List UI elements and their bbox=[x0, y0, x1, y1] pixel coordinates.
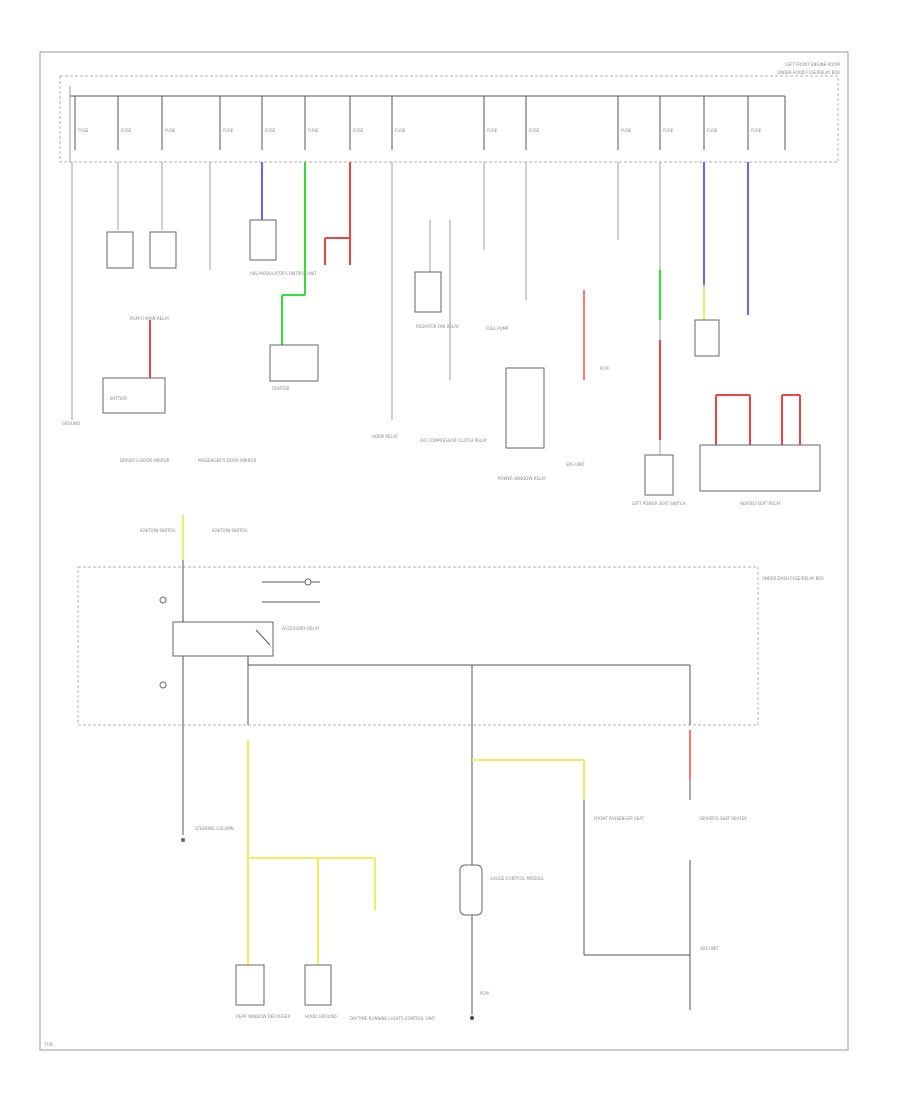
label-passenger-mirror: PASSENGER'S DOOR MIRROR bbox=[198, 458, 257, 463]
footer-figure-id: YFW... bbox=[43, 1042, 56, 1047]
header-title-line2: UNDER-HOOD FUSE/RELAY BOX bbox=[777, 70, 840, 75]
svg-text:FUSE: FUSE bbox=[487, 128, 498, 133]
svg-text:FUSE: FUSE bbox=[663, 128, 674, 133]
svg-text:FUSE: FUSE bbox=[707, 128, 718, 133]
accessory-relay-box bbox=[172, 621, 274, 657]
label-srs: SRS UNIT bbox=[566, 462, 585, 467]
label-gauge-module: GAUGE CONTROL MODULE bbox=[490, 876, 544, 881]
label-heated-seat: HEATED SEAT RELAY bbox=[740, 501, 782, 506]
label-ignition-switch-left: IGNITION SWITCH bbox=[140, 528, 175, 533]
label-power-window: POWER WINDOW RELAY bbox=[498, 476, 547, 481]
svg-text:FUSE: FUSE bbox=[121, 128, 132, 133]
svg-text:FUSE: FUSE bbox=[308, 128, 319, 133]
label-accessory-relay: ACCESSORY RELAY bbox=[282, 626, 320, 631]
label-left-power-seat: LEFT POWER SEAT SWITCH bbox=[632, 501, 686, 506]
label-driver-mirror: DRIVER'S DOOR MIRROR bbox=[120, 458, 170, 463]
svg-text:FUSE: FUSE bbox=[395, 128, 406, 133]
label-pcm-lower: PCM bbox=[480, 991, 489, 996]
svg-text:FUSE: FUSE bbox=[223, 128, 234, 133]
label-abs: ABS MODULATOR-CONTROL UNIT bbox=[250, 271, 317, 276]
svg-text:FUSE: FUSE bbox=[165, 128, 176, 133]
upper-wires bbox=[71, 162, 749, 460]
header-title-line1: LEFT FRONT ENGINE ROOM bbox=[785, 62, 840, 67]
svg-text:FUSE: FUSE bbox=[621, 128, 632, 133]
label-rear-defogger: REAR WINDOW DEFOGGER bbox=[236, 1014, 290, 1019]
label-ac-clutch: A/C COMPRESSOR CLUTCH RELAY bbox=[420, 438, 488, 443]
svg-text:FUSE: FUSE bbox=[78, 128, 89, 133]
label-under-dash-box: UNDER-DASH FUSE/RELAY BOX bbox=[762, 576, 824, 581]
label-horn-relay: HORN RELAY bbox=[372, 434, 398, 439]
label-steering-column: STEERING COLUMN bbox=[195, 826, 234, 831]
svg-text:FUSE: FUSE bbox=[529, 128, 540, 133]
rear-defogger-box bbox=[235, 964, 265, 1006]
label-starter: STARTER bbox=[272, 386, 290, 391]
svg-text:FUSE: FUSE bbox=[353, 128, 364, 133]
label-radiator-fan: RADIATOR FAN RELAY bbox=[416, 324, 460, 329]
label-ground: GROUND bbox=[62, 421, 80, 426]
fuse-drops bbox=[74, 96, 786, 150]
diagram-border bbox=[39, 51, 849, 1051]
gauge-module-box bbox=[459, 864, 483, 916]
hood-ground-box bbox=[304, 964, 332, 1006]
upper-components bbox=[102, 219, 821, 496]
under-hood-fuse-box bbox=[59, 75, 839, 163]
fuse-labels: FUSE FUSE FUSE FUSE FUSE FUSE FUSE FUSE … bbox=[78, 128, 762, 133]
ground-symbols bbox=[181, 838, 474, 1020]
svg-text:FUSE: FUSE bbox=[751, 128, 762, 133]
label-ignition-switch-right: IGNITION SWITCH bbox=[212, 528, 247, 533]
label-front-passenger-seat: FRONT PASSENGER SEAT bbox=[594, 816, 645, 821]
label-hood-ground: HOOD GROUND bbox=[305, 1014, 337, 1019]
label-battery: BATTERY bbox=[110, 396, 128, 401]
label-driver-seat-heater: DRIVER'S SEAT HEATER bbox=[700, 816, 747, 821]
label-fuel-pump: FUEL PUMP bbox=[486, 326, 509, 331]
svg-text:FUSE: FUSE bbox=[265, 128, 276, 133]
lower-wires bbox=[182, 725, 691, 1015]
under-dash-fuse-box bbox=[77, 566, 759, 726]
label-pcm: PCM bbox=[600, 366, 609, 371]
label-main-relay: PGM-FI MAIN RELAY bbox=[130, 316, 170, 321]
label-drl: DAYTIME RUNNING LIGHTS CONTROL UNIT bbox=[350, 1016, 436, 1021]
label-srs-lower: SRS UNIT bbox=[700, 946, 719, 951]
